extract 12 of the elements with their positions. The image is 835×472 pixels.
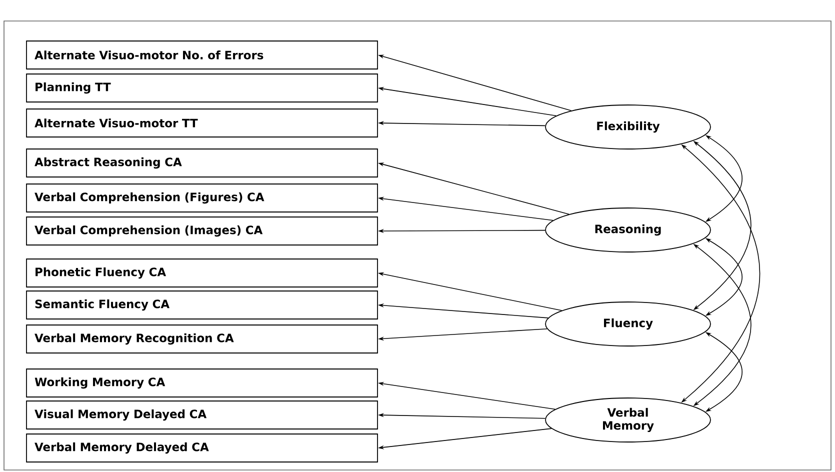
- variable-box: Alternate Visuo-motor No. of Errors: [26, 40, 378, 70]
- variable-box: Verbal Memory Delayed CA: [26, 434, 378, 462]
- variable-box: Verbal Memory Recognition CA: [26, 324, 378, 354]
- variable-box: Planning TT: [26, 74, 378, 102]
- variable-box: Verbal Comprehension (Figures) CA: [26, 184, 378, 212]
- variable-box: Semantic Fluency CA: [26, 290, 378, 320]
- variable-box: Phonetic Fluency CA: [26, 258, 378, 288]
- variable-box: Visual Memory Delayed CA: [26, 400, 378, 430]
- variable-box: Abstract Reasoning CA: [26, 148, 378, 178]
- variable-box: Alternate Visuo-motor TT: [26, 108, 378, 138]
- variable-box: Verbal Comprehension (Images) CA: [26, 216, 378, 246]
- variable-box: Working Memory CA: [26, 368, 378, 398]
